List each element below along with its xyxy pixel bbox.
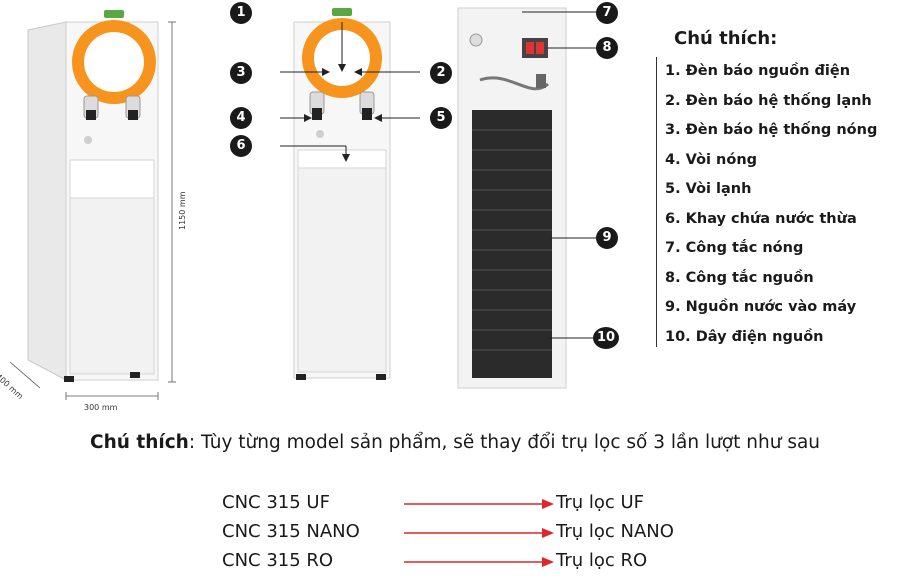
legend-item: 5. Vòi lạnh [665,181,752,197]
filter-name: Trụ lọc NANO [556,521,674,542]
callout-9: 9 [596,227,618,249]
arrow-icon [404,528,554,538]
callout-3: 3 [230,62,252,84]
arrow-icon [404,557,554,567]
legend-list: 1. Đèn báo nguồn điện 2. Đèn báo hệ thốn… [656,57,900,347]
model-name: CNC 315 UF [222,492,330,513]
callout-6: 6 [230,135,252,157]
legend-title: Chú thích: [674,28,778,49]
legend-item: 8. Công tắc nguồn [665,269,814,286]
note-text: : Tùy từng model sản phẩm, sẽ thay đổi t… [188,432,821,453]
callout-10: 10 [593,327,619,349]
legend-item: 2. Đèn báo hệ thống lạnh [665,92,872,109]
dispenser-back-view [457,7,600,389]
legend-item: 10. Dây điện nguồn [665,328,824,345]
legend-item: 3. Đèn báo hệ thống nóng [665,122,878,138]
callout-4: 4 [230,107,252,129]
legend-item: 1. Đèn báo nguồn điện [665,63,851,79]
dispenser-front-view [280,8,420,380]
callout-2: 2 [430,62,452,84]
legend-item: 7. Công tắc nóng [665,240,804,256]
legend-item: 6. Khay chứa nước thừa [665,210,857,227]
callout-8: 8 [596,37,618,59]
arrow-icon [404,499,554,509]
mapping-row: CNC 315 UF Trụ lọc UF [222,492,702,520]
note: Chú thích: Tùy từng model sản phẩm, sẽ t… [90,432,890,453]
callout-7: 7 [596,2,618,24]
model-name: CNC 315 RO [222,550,334,571]
filter-name: Trụ lọc RO [556,550,648,571]
legend-item: 4. Vòi nóng [665,151,758,168]
filter-name: Trụ lọc UF [556,492,645,513]
mapping-row: CNC 315 RO Trụ lọc RO [222,550,702,578]
height-dimension-label: 1150 mm [178,191,187,231]
width-dimension-label: 300 mm [84,403,118,412]
model-name: CNC 315 NANO [222,521,360,542]
dispenser-angled-view [9,10,176,400]
note-label: Chú thích [90,432,189,453]
mapping-row: CNC 315 NANO Trụ lọc NANO [222,521,702,549]
legend-item: 9. Nguồn nước vào máy [665,299,857,315]
callout-1: 1 [230,2,252,24]
callout-5: 5 [430,107,452,129]
